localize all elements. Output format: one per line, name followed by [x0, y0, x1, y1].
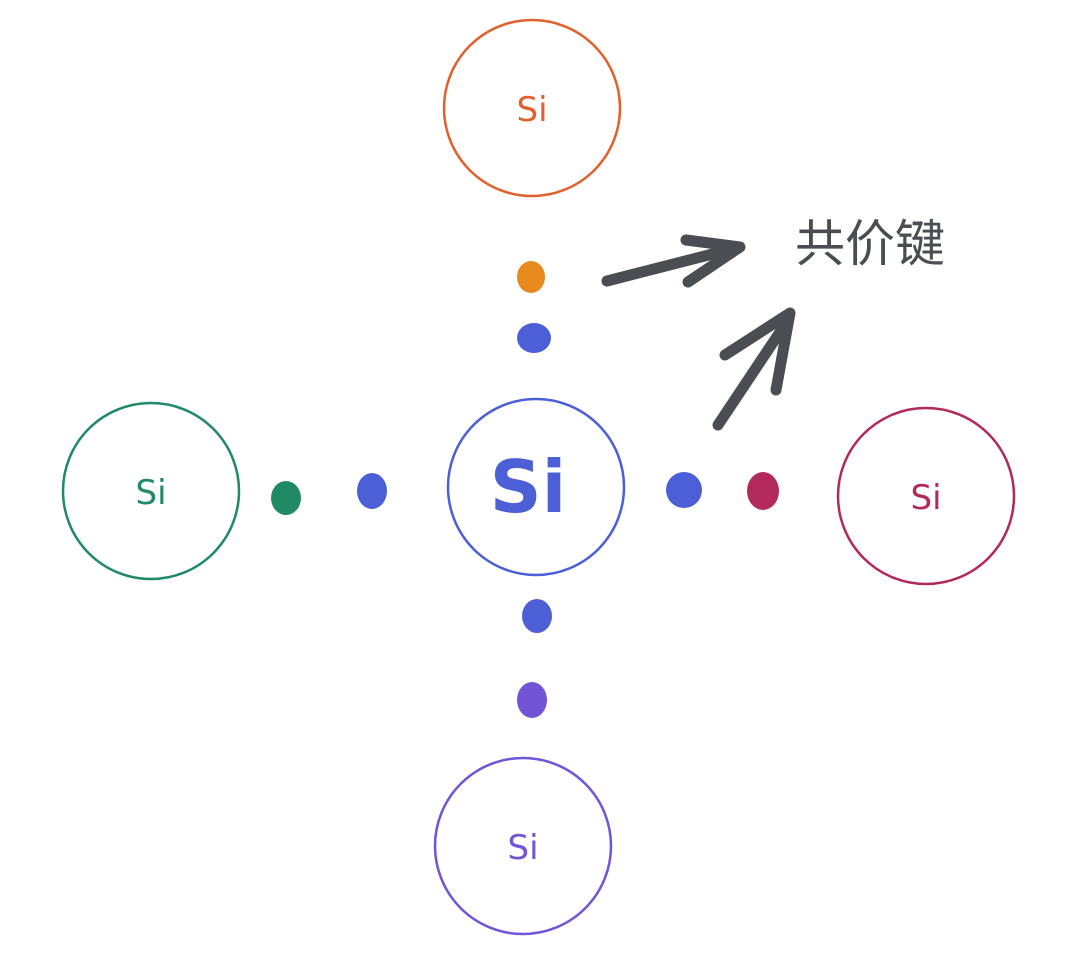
electron-right-inner [666, 472, 702, 508]
electron-bottom-inner [522, 599, 552, 633]
electron-left-outer [271, 481, 301, 515]
atom-right-circle [836, 406, 1016, 586]
atom-right-label: Si [910, 478, 941, 518]
annotation-arrow-horizontal [601, 234, 746, 288]
atom-bottom-label: Si [507, 828, 538, 868]
bond-top [517, 261, 551, 353]
electron-left-inner [357, 473, 387, 509]
electron-top-outer [517, 261, 545, 293]
atom-bottom: Si [433, 756, 613, 936]
atom-top: Si [442, 18, 622, 198]
atom-left-circle [61, 401, 241, 581]
atom-right: Si [836, 406, 1016, 586]
covalent-bond-label: 共价键 [795, 215, 945, 273]
atom-left: Si [61, 401, 241, 581]
electron-bottom-outer [517, 682, 547, 718]
atom-top-label: Si [516, 90, 547, 130]
atom-left-label: Si [135, 473, 166, 513]
bond-left [271, 473, 387, 515]
electron-right-outer [747, 472, 779, 510]
bond-right [666, 472, 779, 510]
atom-top-circle [442, 18, 622, 198]
bond-bottom [517, 599, 552, 718]
atom-center-label: Si [490, 445, 567, 529]
annotation-arrow-diagonal [712, 307, 796, 431]
atom-bottom-circle [433, 756, 613, 936]
electron-top-inner [517, 323, 551, 353]
atom-center-circle [446, 397, 626, 577]
atom-center: Si [446, 397, 626, 577]
